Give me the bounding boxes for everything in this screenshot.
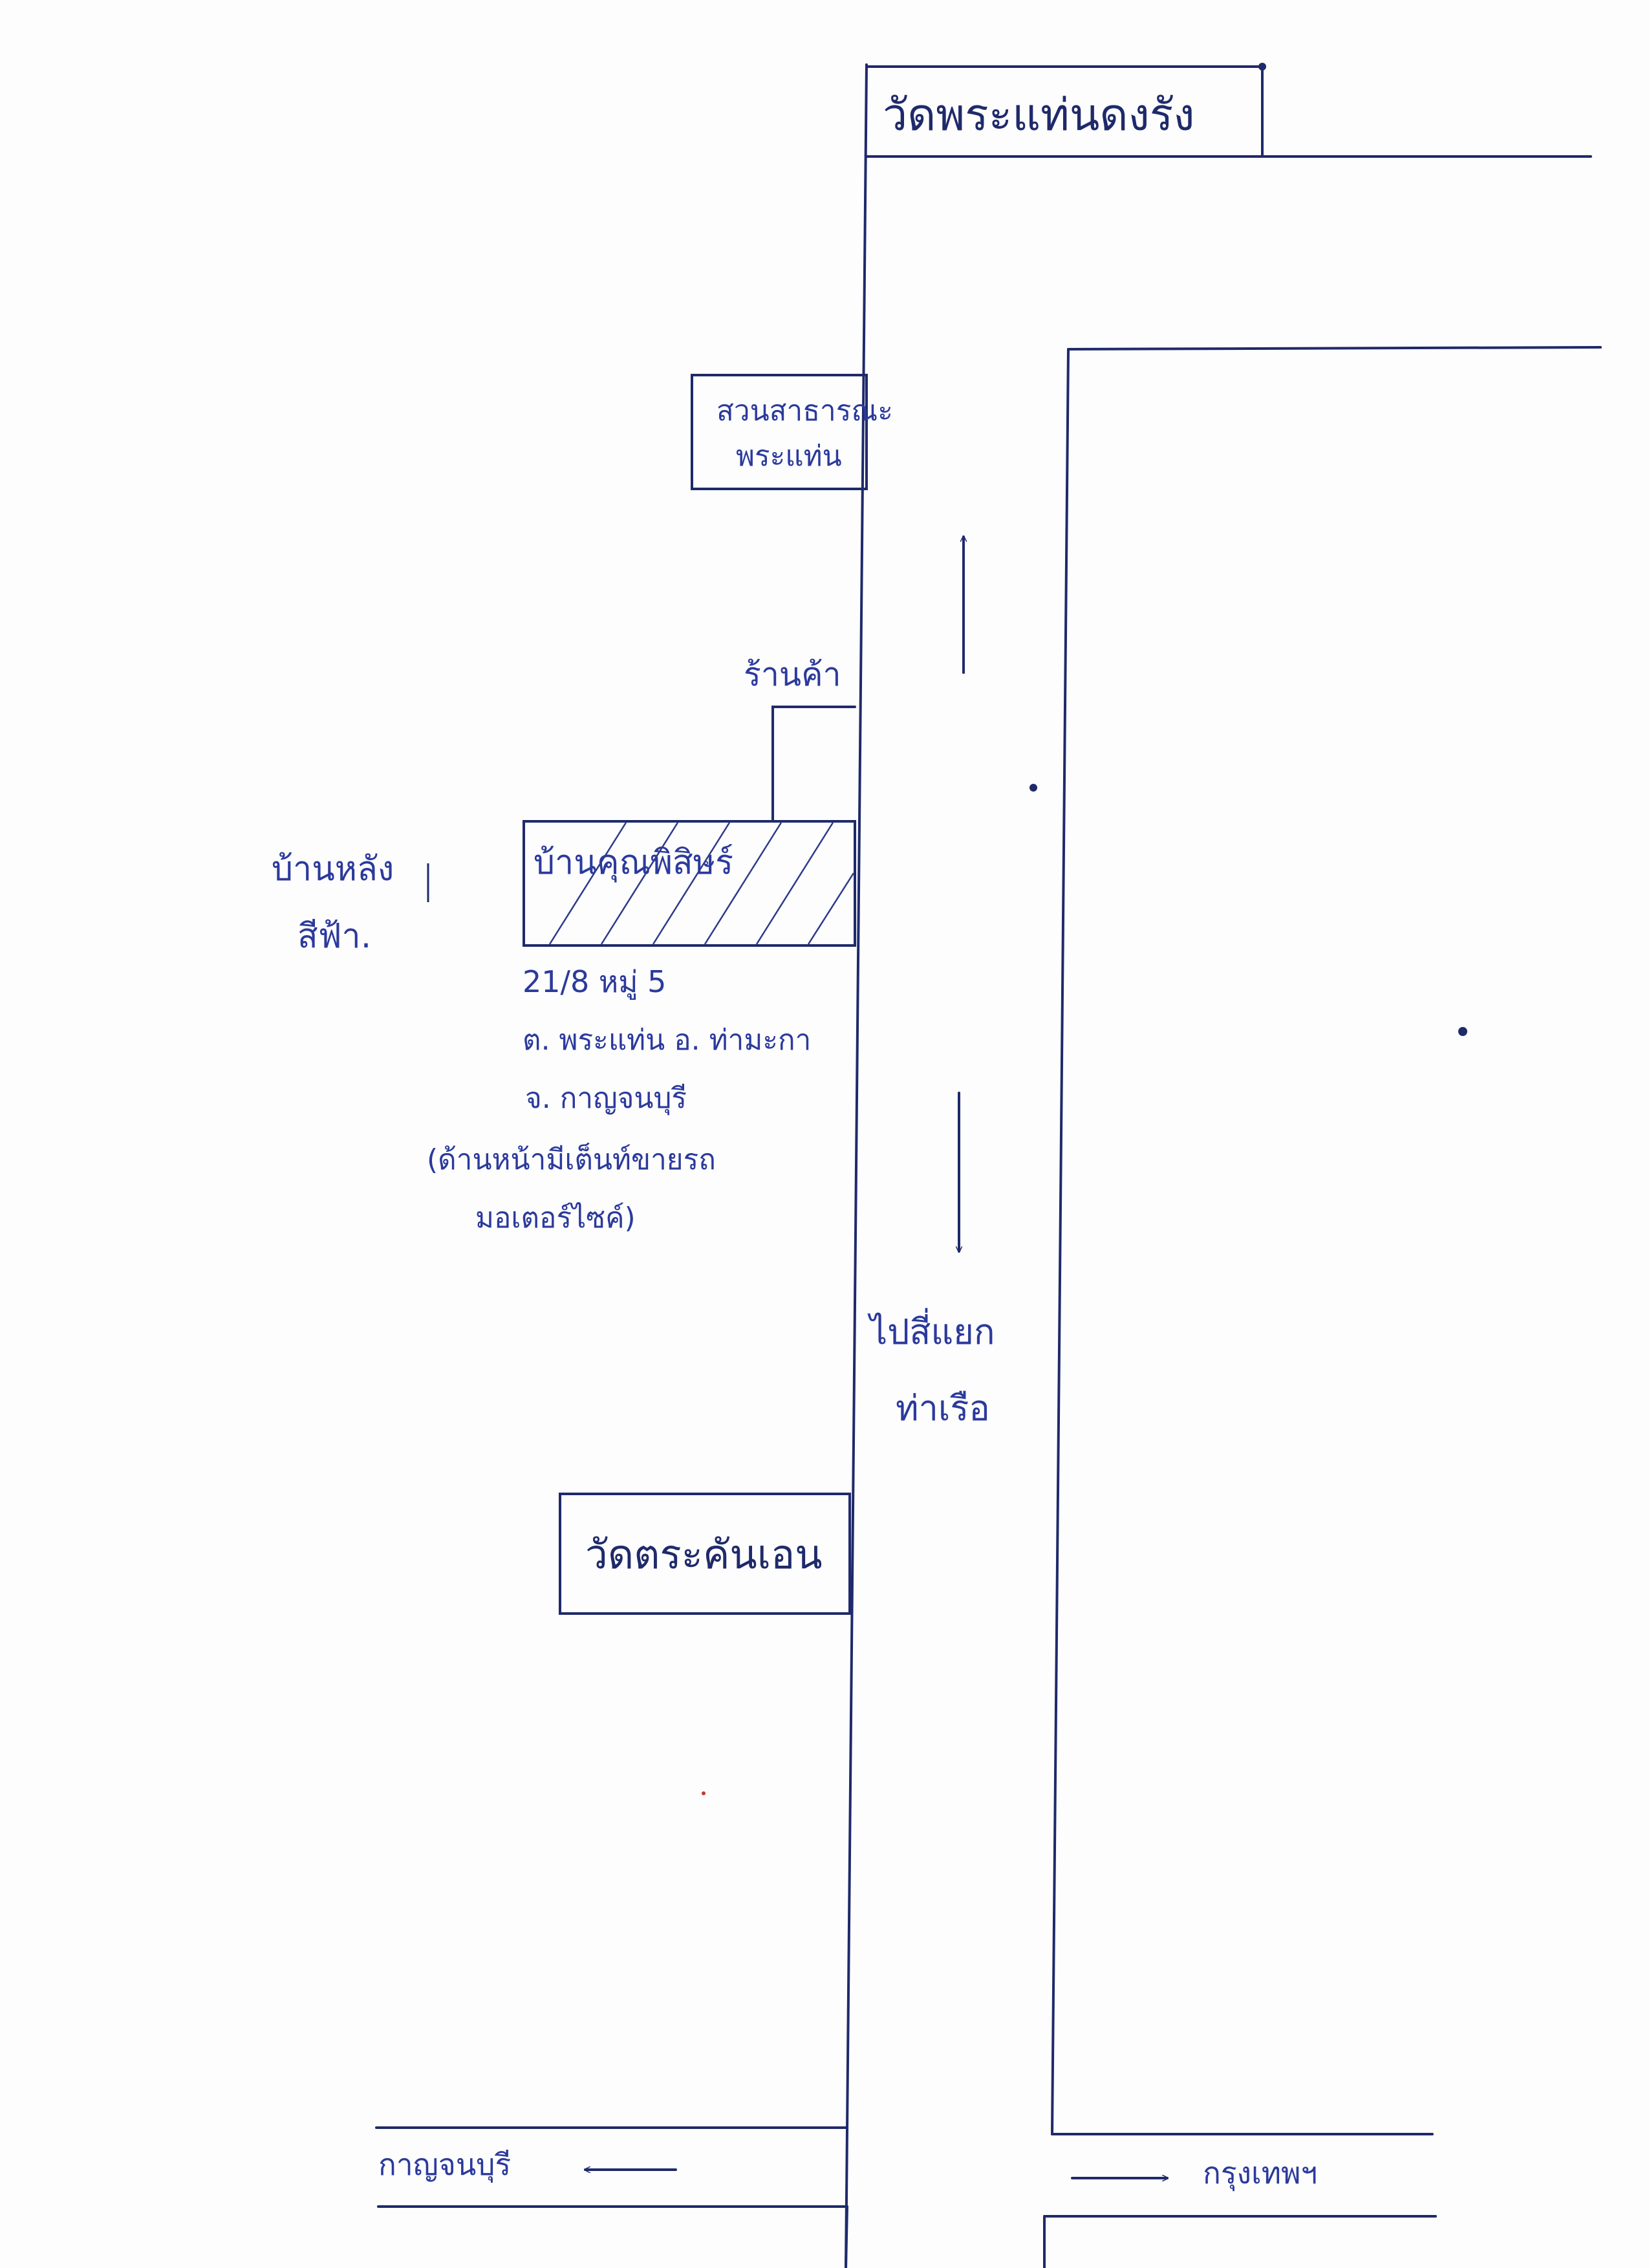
to-junction-label-line1: ไปสี่แยก bbox=[870, 1312, 995, 1352]
temple-south-box bbox=[559, 1493, 851, 1615]
target-house-box bbox=[523, 820, 856, 947]
temple-south-label: วัดตระคันเอน bbox=[585, 1531, 823, 1578]
shop-label: ร้านค้า bbox=[744, 656, 841, 693]
ink-dot bbox=[1029, 784, 1037, 792]
main-road-south-stub-west bbox=[845, 2205, 848, 2268]
ink-dot bbox=[1458, 1027, 1467, 1036]
address-line-5: มอเตอร์ไซค์) bbox=[475, 1202, 636, 1235]
corner-dot bbox=[1258, 63, 1266, 70]
to-junction-label-line2: ท่าเรือ bbox=[896, 1388, 990, 1429]
public-park-box bbox=[691, 374, 868, 490]
address-line-3: จ. กาญจนบุรี bbox=[525, 1082, 687, 1115]
target-house-label: บ้านคุณพิสิษร์ bbox=[534, 843, 734, 882]
main-road-east-edge bbox=[1051, 348, 1070, 2135]
ink-dot bbox=[702, 1791, 706, 1795]
address-line-1: 21/8 หมู่ 5 bbox=[523, 964, 667, 999]
blue-roof-label-line1: บ้านหลัง bbox=[272, 850, 394, 889]
blue-roof-label-line2: สีฟ้า. bbox=[297, 917, 372, 956]
address-line-4: (ด้านหน้ามีเต็นท์ขายรถ bbox=[427, 1143, 716, 1176]
main-road-west-edge bbox=[845, 63, 868, 2268]
shop-outline bbox=[771, 706, 856, 823]
public-park-label-line2: พระแท่น bbox=[736, 440, 842, 473]
direction-west-label: กาญจนบุรี bbox=[378, 2147, 512, 2182]
target-house-hatching bbox=[548, 822, 855, 945]
address-line-2: ต. พระแท่น อ. ท่ามะกา bbox=[523, 1024, 812, 1057]
east-block-top-edge bbox=[1067, 346, 1602, 351]
direction-east-label: กรุงเทพฯ bbox=[1203, 2155, 1318, 2190]
public-park-label-line1: สวนสาธารณะ bbox=[717, 394, 893, 427]
temple-north-label: วัดพระแท่นดงรัง bbox=[883, 90, 1195, 141]
